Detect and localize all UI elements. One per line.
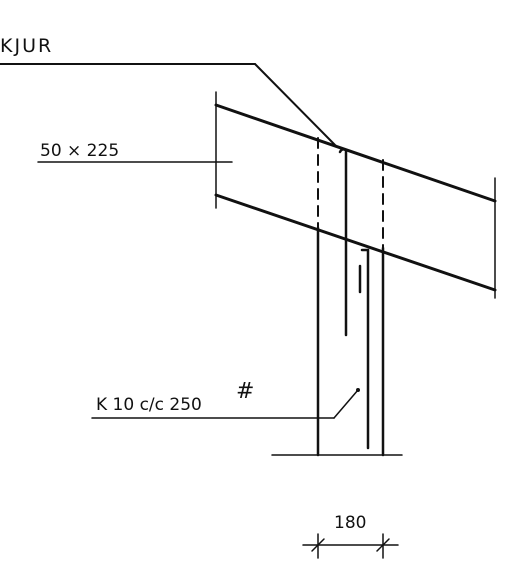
hash-mark: # [236,379,254,404]
column-hidden-lines [317,137,384,249]
label-beam-size: 50 × 225 [40,141,119,161]
kjur-leader [0,63,337,147]
leader-dot [356,388,360,392]
label-kjur: KJUR [0,35,53,57]
dimension-line [302,533,399,559]
rebar-spec-leader [91,389,359,419]
beam-end-ticks [215,91,496,299]
label-rebar-spec: K 10 c/c 250 [96,395,202,415]
rebar [338,148,370,450]
column [316,226,385,457]
sloped-beam [214,103,497,292]
label-width-dim: 180 [334,513,366,533]
